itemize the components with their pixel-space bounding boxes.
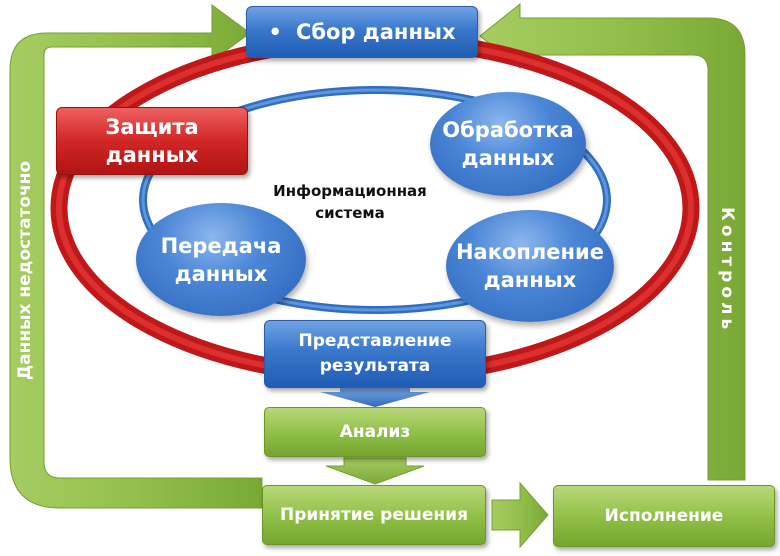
center-line1: Информационная <box>273 182 427 200</box>
data-protection-box: Защита данных <box>56 107 248 175</box>
transfer-line1: Передача <box>160 233 282 258</box>
decision-to-execution-arrow <box>491 481 549 549</box>
processing-line2: данных <box>461 146 555 170</box>
result-presentation-box: Представление результата <box>264 320 486 388</box>
execution-box: Исполнение <box>553 485 775 547</box>
data-accumulation-bubble: Накопление данных <box>446 210 614 322</box>
data-transfer-bubble: Передача данных <box>136 203 306 316</box>
accumulation-line1: Накопление <box>455 240 605 264</box>
data-collection-box: • Сбор данных <box>246 6 478 58</box>
information-system-label: Информационная система <box>265 180 435 224</box>
transfer-line2: данных <box>174 261 268 286</box>
data-collection-label: Сбор данных <box>295 20 456 44</box>
left-feedback-arrow <box>9 4 263 509</box>
left-arrow-label: Данных недостаточно <box>15 160 35 380</box>
center-line2: система <box>315 204 385 222</box>
protection-line2: данных <box>105 143 199 167</box>
accumulation-line2: данных <box>483 268 577 292</box>
analysis-to-decision-arrow <box>325 457 425 485</box>
processing-line1: Обработка <box>442 118 574 142</box>
presentation-line2: результата <box>319 356 431 376</box>
data-processing-bubble: Обработка данных <box>430 92 586 196</box>
presentation-to-analysis-arrow <box>320 388 430 407</box>
right-arrow-label: Контроль <box>717 207 737 334</box>
decision-making-box: Принятие решения <box>262 485 486 545</box>
presentation-line1: Представление <box>298 331 452 351</box>
protection-line1: Защита <box>105 115 199 139</box>
bullet-marker: • <box>268 20 282 44</box>
analysis-box: Анализ <box>264 407 486 457</box>
